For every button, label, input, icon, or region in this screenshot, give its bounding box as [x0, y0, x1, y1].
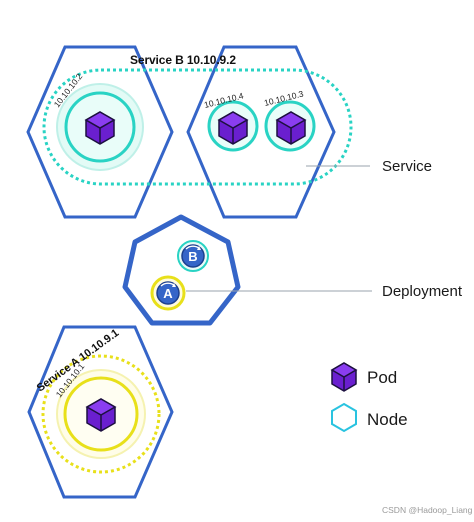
service-a-boundary [41, 354, 161, 474]
legend-node-icon [331, 402, 357, 433]
node-hexagon-3 [27, 325, 174, 499]
legend-pod-label: Pod [367, 368, 397, 387]
legend-node-label: Node [367, 410, 408, 429]
deployment-label: Deployment [382, 283, 463, 300]
node-hexagon-1 [26, 45, 174, 219]
service-label: Service [382, 158, 432, 175]
watermark-text: CSDN @Hadoop_Liang [382, 505, 473, 515]
deployment-heptagon [122, 214, 241, 326]
pod-a1-cube-icon [85, 398, 117, 432]
deployment-badge-a-text: A [163, 286, 173, 301]
deployment-badge-b: B [177, 240, 209, 272]
node-hexagon-2 [186, 45, 336, 219]
pod-b2-cube-icon [217, 111, 249, 145]
service-b-label: Service B 10.10.9.2 [130, 53, 236, 67]
legend-pod-icon [330, 362, 358, 392]
service-b-boundary [42, 68, 353, 186]
pod-b3-cube-icon [275, 111, 307, 145]
pod-b1-cube-icon [84, 111, 116, 145]
deployment-badge-a: A [150, 275, 186, 311]
deployment-badge-b-text: B [188, 249, 197, 264]
